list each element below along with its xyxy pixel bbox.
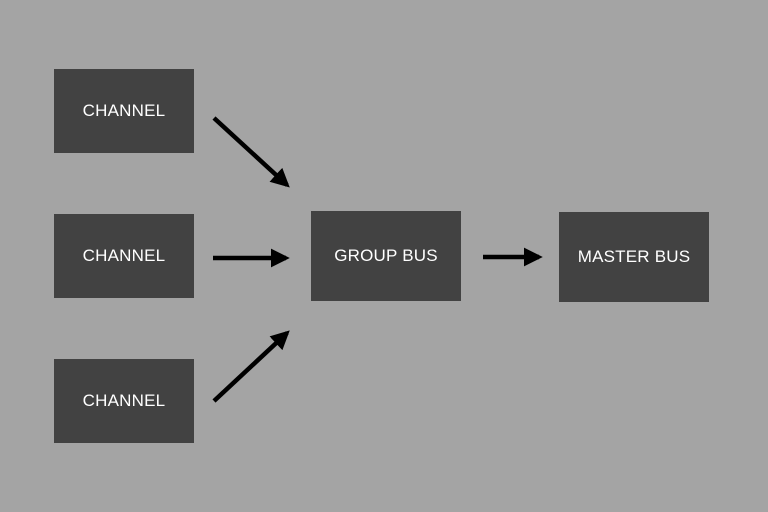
channel-3-box: CHANNEL — [54, 359, 194, 443]
arrow-channel-1-to-group-bus — [212, 116, 290, 188]
channel-1-box: CHANNEL — [54, 69, 194, 153]
channel-1-label: CHANNEL — [82, 101, 166, 120]
master-bus-box: MASTER BUS — [559, 212, 709, 302]
group-bus-box: GROUP BUS — [311, 211, 461, 301]
group-bus-label: GROUP BUS — [334, 246, 438, 265]
channel-3-label: CHANNEL — [82, 391, 166, 410]
master-bus-label: MASTER BUS — [577, 247, 691, 266]
arrow-channel-3-to-group-bus — [212, 330, 290, 403]
channel-2-box: CHANNEL — [54, 214, 194, 298]
channel-2-label: CHANNEL — [82, 246, 166, 265]
